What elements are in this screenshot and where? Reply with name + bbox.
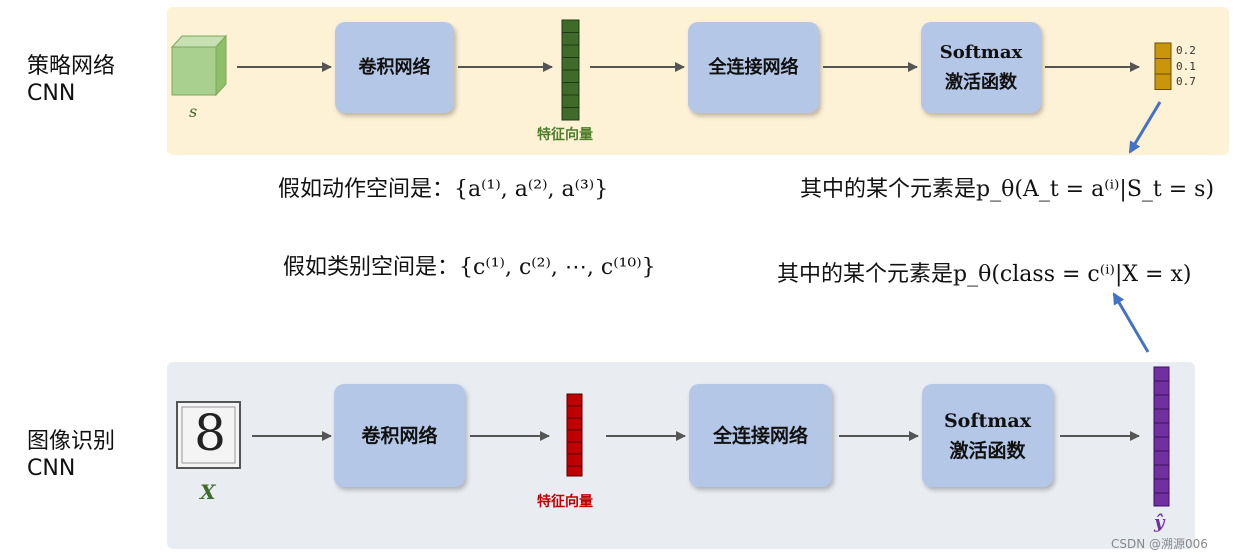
policy-network-title: 策略网络 xyxy=(27,54,116,79)
action-space-prefix: 假如动作空间是： xyxy=(278,177,455,202)
prob-3: 0.7 xyxy=(1176,75,1196,88)
class-element-formula: 其中的某个元素是p_θ(class = c⁽ⁱ⁾|X = x) xyxy=(777,256,1191,288)
element-expr-bottom: p_θ(class = c⁽ⁱ⁾|X = x) xyxy=(953,262,1192,287)
softmax-label-bottom: Softmax xyxy=(943,409,1032,432)
prob-2: 0.1 xyxy=(1176,59,1196,73)
softmax-label-top: Softmax xyxy=(939,41,1023,63)
arrow-top-output-to-formula xyxy=(1128,101,1162,154)
conv-network-label-bottom: 卷积网络 xyxy=(361,424,438,447)
output-probabilities: 0.2 0.1 0.7 xyxy=(1176,43,1196,90)
action-space-set: {a⁽¹⁾, a⁽²⁾, a⁽³⁾} xyxy=(454,177,609,202)
digit-input-icon xyxy=(176,401,241,469)
policy-network-label: 策略网络 CNN xyxy=(27,53,115,107)
feature-vector-bottom xyxy=(566,393,583,477)
state-label: s xyxy=(189,102,198,121)
output-vector-top xyxy=(1154,42,1172,90)
conv-network-box-top: 卷积网络 xyxy=(335,22,454,113)
output-vector-bottom xyxy=(1153,366,1170,507)
activation-label-top: 激活函数 xyxy=(945,71,1017,93)
image-recognition-title: 图像识别 xyxy=(27,429,116,454)
feature-vector-label-bottom: 特征向量 xyxy=(537,494,593,510)
arrow-bottom-output-to-formula xyxy=(1112,292,1150,353)
class-space-prefix: 假如类别空间是： xyxy=(283,255,460,280)
element-expr-top: p_θ(A_t = a⁽ⁱ⁾|S_t = s) xyxy=(976,177,1215,202)
element-prefix-top: 其中的某个元素是 xyxy=(800,177,977,202)
activation-label-bottom: 激活函数 xyxy=(949,439,1026,462)
element-prefix-bottom: 其中的某个元素是 xyxy=(777,262,954,287)
fc-network-label-bottom: 全连接网络 xyxy=(712,424,808,447)
fc-network-label-top: 全连接网络 xyxy=(708,56,799,78)
feature-vector-label-top: 特征向量 xyxy=(537,127,593,143)
feature-vector-top xyxy=(561,19,580,121)
action-element-formula: 其中的某个元素是p_θ(A_t = a⁽ⁱ⁾|S_t = s) xyxy=(800,171,1214,203)
state-cube-icon xyxy=(170,34,228,97)
image-recognition-cnn: CNN xyxy=(27,456,76,481)
fc-network-box-bottom: 全连接网络 xyxy=(689,384,832,487)
prob-1: 0.2 xyxy=(1176,44,1196,57)
handwritten-digit: 8 xyxy=(194,404,226,462)
class-space-formula: 假如类别空间是：{c⁽¹⁾, c⁽²⁾, ⋯, c⁽¹⁰⁾} xyxy=(283,249,656,281)
output-y-hat-label: ŷ xyxy=(1154,512,1165,533)
class-space-set: {c⁽¹⁾, c⁽²⁾, ⋯, c⁽¹⁰⁾} xyxy=(459,255,656,280)
fc-network-box-top: 全连接网络 xyxy=(688,22,819,113)
image-recognition-label: 图像识别 CNN xyxy=(27,428,115,482)
input-x-label: X xyxy=(200,480,216,504)
conv-network-label-top: 卷积网络 xyxy=(358,56,431,78)
softmax-box-bottom: Softmax 激活函数 xyxy=(922,384,1053,487)
action-space-formula: 假如动作空间是：{a⁽¹⁾, a⁽²⁾, a⁽³⁾} xyxy=(278,171,608,203)
conv-network-box-bottom: 卷积网络 xyxy=(334,384,465,487)
policy-network-cnn: CNN xyxy=(27,81,76,106)
watermark: CSDN @溯源006 xyxy=(1111,537,1208,551)
softmax-box-top: Softmax 激活函数 xyxy=(921,22,1041,113)
